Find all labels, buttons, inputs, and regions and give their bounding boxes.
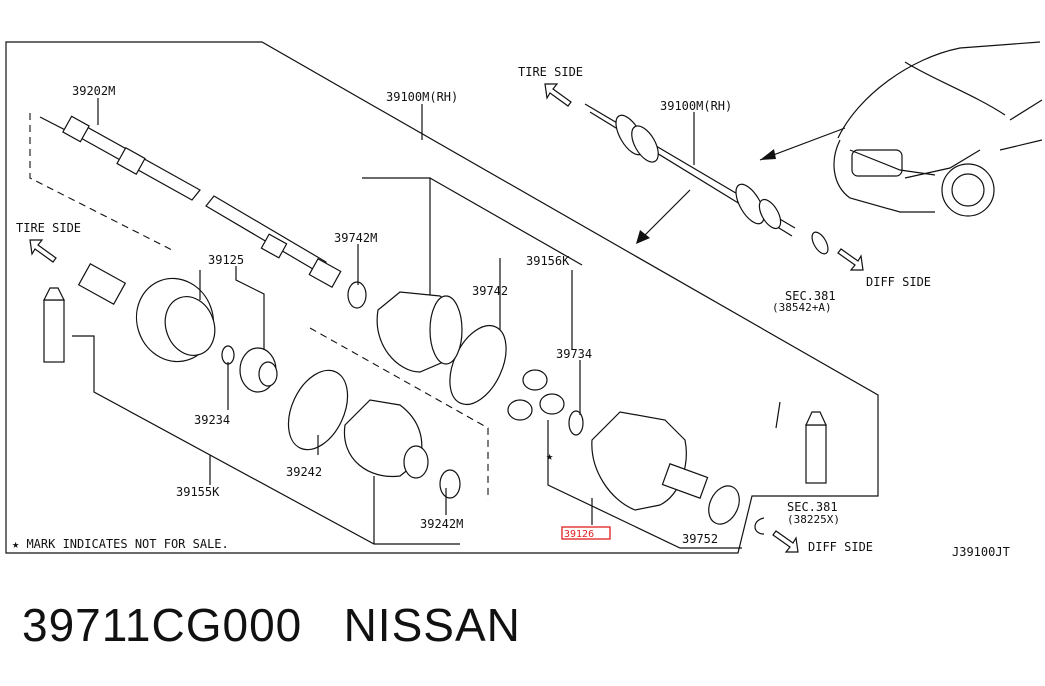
- highlight-box-39126: [561, 526, 611, 540]
- arrow-diff-side-icon: [772, 530, 799, 553]
- label-39752: 39752: [682, 532, 718, 546]
- diagram-frame: [5, 41, 879, 554]
- arrow-diff-side-icon: [837, 248, 864, 271]
- label-39156K: 39156K: [526, 254, 570, 268]
- boot-inner: [376, 291, 463, 373]
- direction-arrow: [639, 189, 691, 241]
- tripod-39156K: [507, 369, 565, 421]
- clamp-39742M: [347, 281, 367, 309]
- label-39155K: 39155K: [176, 485, 220, 499]
- circlip-38225X: [754, 517, 765, 535]
- boot-outer: [343, 399, 429, 479]
- arrow-head-icon: [760, 149, 776, 160]
- clamp-39242M: [439, 469, 461, 499]
- clamp-39242: [287, 369, 349, 451]
- diagram-code: J39100JT: [952, 545, 1010, 559]
- label-39100M-main: 39100M(RH): [386, 90, 458, 104]
- label-39126: 39126: [564, 529, 594, 540]
- seal-39752: [708, 485, 740, 525]
- shaft-39202M: [39, 115, 342, 288]
- label-39234: 39234: [194, 413, 230, 427]
- label-tire-side-left: TIRE SIDE: [16, 221, 81, 235]
- arrow-tire-side-icon: [544, 83, 572, 107]
- label-39125: 39125: [208, 253, 244, 267]
- star-note: ★ MARK INDICATES NOT FOR SALE.: [12, 537, 229, 551]
- label-sec381-b: SEC.381: [787, 500, 838, 514]
- label-39734: 39734: [556, 347, 592, 361]
- label-39742M: 39742M: [334, 231, 377, 245]
- inner-cv-housing: [591, 411, 709, 511]
- label-sec381-b-sub: (38225X): [787, 513, 840, 526]
- label-sec381-a: SEC.381: [785, 289, 836, 303]
- label-diff-side-bottom: DIFF SIDE: [808, 540, 873, 554]
- circlip-39234: [221, 345, 235, 365]
- vehicle-illustration-icon: [833, 41, 1043, 217]
- label-39202M: 39202M: [72, 84, 115, 98]
- leader-lines: [72, 98, 781, 549]
- label-sec381-a-sub: (38542+A): [772, 301, 832, 314]
- arrow-tire-side-icon: [29, 239, 57, 263]
- label-39242: 39242: [286, 465, 322, 479]
- arrow-head-icon: [636, 230, 650, 244]
- label-tire-side-top: TIRE SIDE: [518, 65, 583, 79]
- inner-race-39125: [239, 347, 278, 393]
- grease-tube-right: [805, 411, 827, 484]
- shaft-boundary-dashed: [29, 113, 173, 251]
- grease-tube-left: [43, 287, 65, 363]
- snap-ring-39734: [568, 410, 584, 436]
- label-39242M: 39242M: [420, 517, 463, 531]
- boot-boundary-dashed: [309, 327, 489, 500]
- outer-cv-joint: [77, 262, 216, 363]
- label-39100M-inset: 39100M(RH): [660, 99, 732, 113]
- label-39742: 39742: [472, 284, 508, 298]
- star-mark: ★: [546, 449, 553, 463]
- shaft-39100M-inset: [584, 103, 829, 255]
- label-diff-side-top: DIFF SIDE: [866, 275, 931, 289]
- part-number-caption: 39711CG000 NISSAN: [22, 599, 521, 651]
